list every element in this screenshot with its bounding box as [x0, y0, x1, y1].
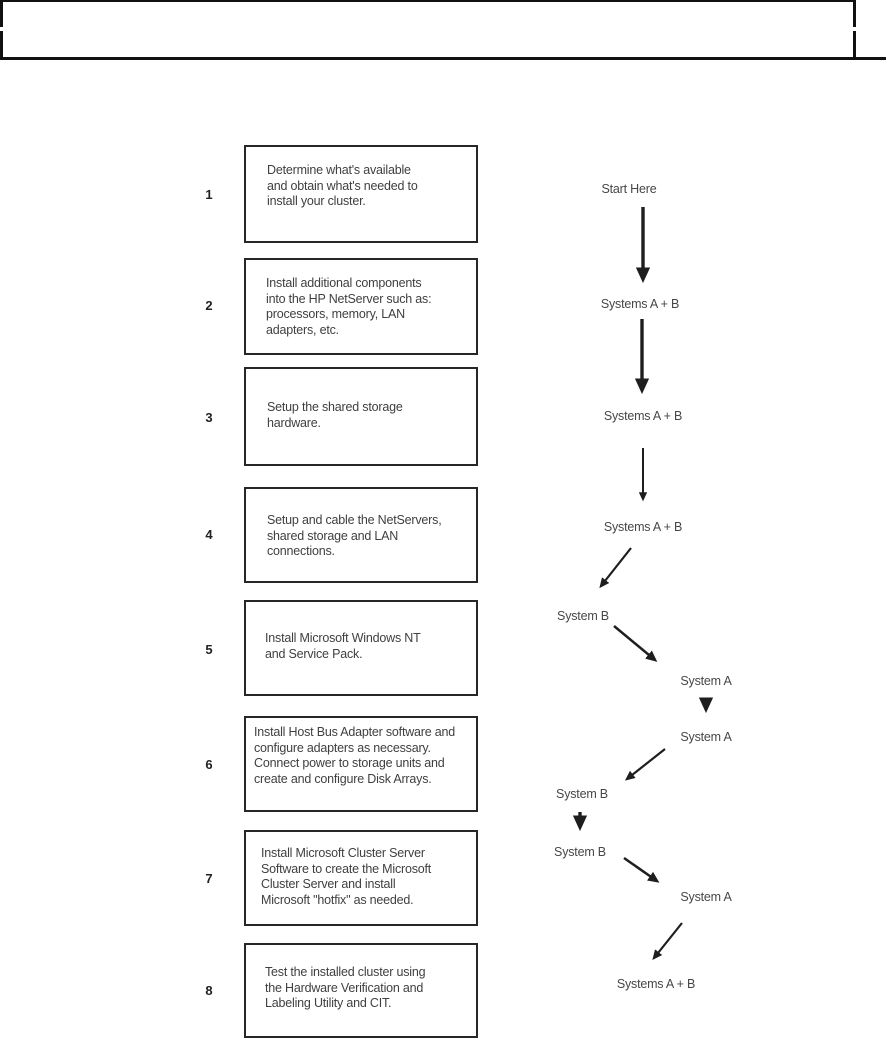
flow-label-system-b: System B [554, 845, 606, 859]
step-text-line: Install Microsoft Windows NT [265, 631, 421, 645]
arrow-system-a-to-systems-ab [652, 922, 683, 961]
step-number: 8 [205, 983, 213, 998]
step-text-line: and obtain what's needed to [267, 178, 418, 193]
step-text-line: hardware. [267, 415, 321, 430]
flow-label-systems-a-b: Systems A + B [616, 977, 696, 991]
step-text-line: connections. [267, 544, 335, 558]
header-bottom-rule [0, 57, 886, 60]
step-text-line: Determine what's available [267, 163, 411, 177]
step-text-line: Setup the shared storage [267, 400, 403, 414]
step-text-line: Microsoft "hotfix" as needed. [261, 892, 414, 907]
step-box: Determine what's available and obtain wh… [244, 145, 478, 243]
step-text-line: processors, memory, LAN [266, 307, 405, 321]
step-box: Test the installed cluster using the Har… [244, 943, 478, 1038]
step-text-line: the Hardware Verification and [265, 980, 424, 995]
flow-label-system-a: System A [680, 890, 732, 904]
flow-label-start-here: Start Here [601, 182, 657, 196]
step-box: Install Microsoft Cluster Server Softwar… [244, 830, 478, 926]
step-number: 4 [205, 527, 213, 542]
step-box: Install Host Bus Adapter software and co… [244, 716, 478, 812]
header-row-2 [0, 31, 856, 57]
step-text-line: Connect power to storage units and [254, 756, 445, 770]
flow-label-systems-a-b: Systems A + B [603, 520, 683, 534]
step-text-line: adapters, etc. [266, 322, 339, 337]
step-number: 5 [205, 642, 213, 657]
step-text-line: Install additional components [266, 276, 422, 290]
flow-label-system-b: System B [556, 787, 608, 801]
arrow-system-b-to-system-a-2 [623, 856, 660, 883]
flow-label-system-a: System A [680, 730, 732, 744]
step-text-line: into the HP NetServer such as: [266, 291, 432, 306]
step-text-line: Software to create the Microsoft [261, 861, 432, 876]
flow-label-system-a: System A [680, 674, 732, 688]
step-box: Install Microsoft Windows NT and Service… [244, 600, 478, 696]
step-box: Setup and cable the NetServers, shared s… [244, 487, 478, 583]
step-text-line: install your cluster. [267, 194, 366, 208]
step-text-line: shared storage and LAN [267, 528, 399, 543]
arrow-system-b-to-system-a [613, 625, 658, 662]
step-text-line: Install Microsoft Cluster Server [261, 846, 425, 860]
step-number: 1 [205, 187, 213, 202]
step-text-line: Setup and cable the NetServers, [267, 513, 442, 527]
flow-label-system-b: System B [557, 609, 609, 623]
step-text-line: create and configure Disk Arrays. [254, 771, 432, 786]
header-row-1 [0, 0, 856, 27]
step-number: 6 [205, 757, 213, 772]
arrow-to-system-b-1 [599, 547, 632, 589]
step-text-line: configure adapters as necessary. [254, 740, 431, 755]
arrow-system-a-to-system-b [624, 748, 666, 781]
step-text-line: Cluster Server and install [261, 877, 396, 891]
step-number: 3 [205, 410, 213, 425]
step-box: Setup the shared storage hardware. [244, 367, 478, 466]
flow-label-systems-a-b: Systems A + B [600, 297, 680, 311]
step-box: Install additional components into the H… [244, 258, 478, 355]
step-text-line: Labeling Utility and CIT. [265, 996, 392, 1010]
step-number: 2 [205, 298, 213, 313]
step-text-line: and Service Pack. [265, 646, 363, 661]
flow-label-systems-a-b: Systems A + B [603, 409, 683, 423]
step-text-line: Install Host Bus Adapter software and [254, 725, 456, 739]
step-text-line: Test the installed cluster using [265, 965, 426, 979]
step-number: 7 [205, 871, 213, 886]
